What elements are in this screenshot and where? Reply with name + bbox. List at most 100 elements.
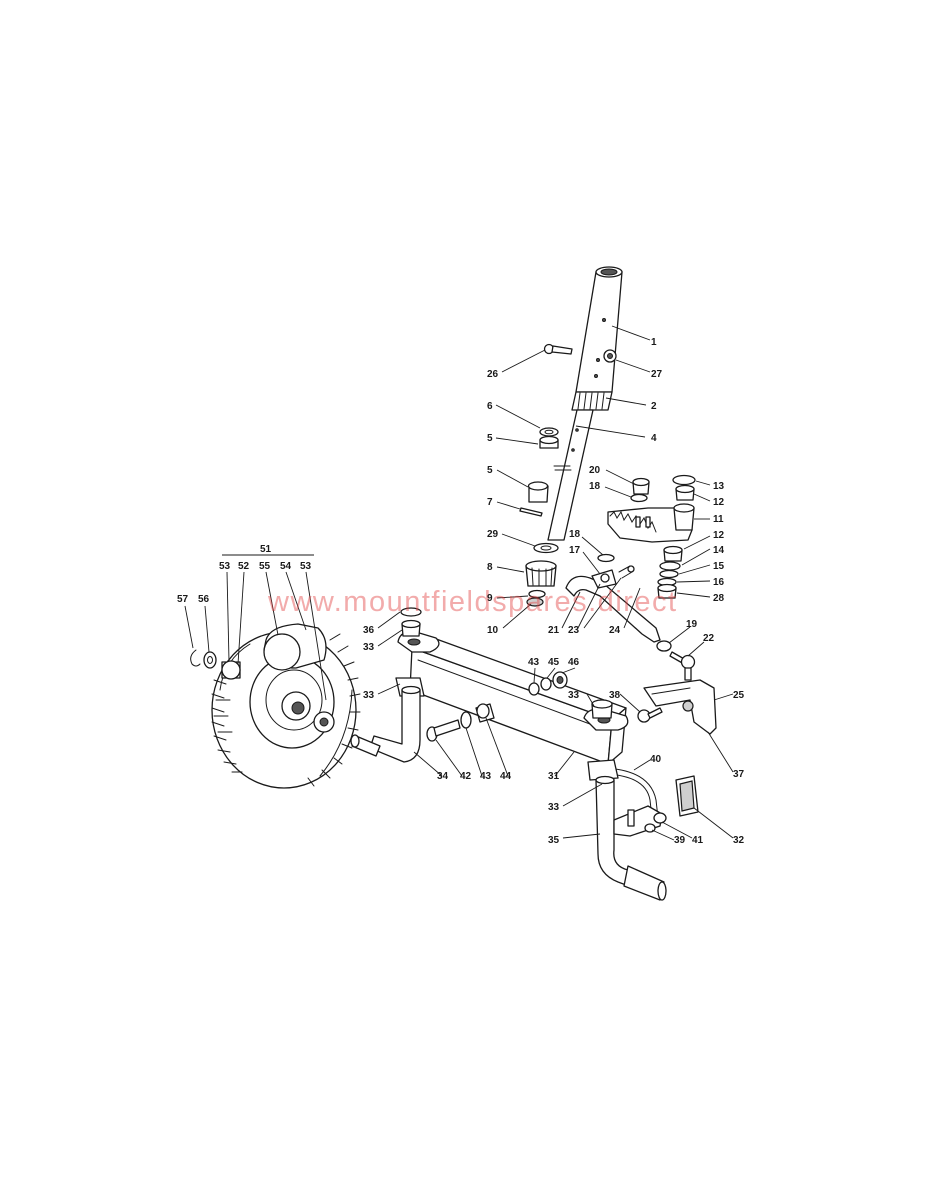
callout-17: 17: [569, 545, 581, 556]
washer-15-part: [659, 569, 679, 579]
callout-44: 44: [500, 771, 512, 782]
callout-51: 51: [260, 544, 272, 555]
ball-joint-22-part: [669, 651, 696, 681]
callout-53-right: 53: [300, 561, 312, 572]
washer-29-part: [533, 542, 559, 554]
bush-5-lower-part: [527, 481, 549, 503]
bush-12-lower-part: [663, 545, 683, 562]
callout-41: 41: [692, 835, 704, 846]
callout-11: 11: [713, 514, 724, 525]
callout-38: 38: [609, 690, 621, 701]
callout-31: 31: [548, 771, 560, 782]
callout-12-lower: 12: [713, 530, 725, 541]
nut-19-part: [656, 640, 672, 652]
clip-23-part: [618, 565, 635, 579]
callout-22: 22: [703, 633, 715, 644]
washer-6-part: [539, 427, 559, 437]
pin-7-part: [519, 507, 543, 517]
nut-28-part: [657, 583, 677, 599]
callout-56: 56: [198, 594, 210, 605]
washer-13-part: [672, 474, 696, 486]
callout-42: 42: [460, 771, 472, 782]
callout-25: 25: [733, 690, 745, 701]
watermark-text: www.mountfieldspares.direct: [267, 586, 678, 618]
callout-15: 15: [713, 561, 725, 572]
callout-18-upper: 18: [589, 481, 601, 492]
callout-43-lower: 43: [480, 771, 492, 782]
callout-16: 16: [713, 577, 725, 588]
callout-27: 27: [651, 369, 663, 380]
callout-55: 55: [259, 561, 271, 572]
bush-53-right-part: [313, 711, 335, 733]
washer-43-upper-part: [528, 682, 540, 696]
bolt-17-part: [591, 569, 617, 589]
bush-53-left-part: [221, 660, 241, 680]
spindle-34-part: [350, 685, 421, 763]
callout-34: 34: [437, 771, 449, 782]
callout-20: 20: [589, 465, 601, 476]
bush-12-upper-part: [675, 484, 695, 501]
leader-lines: [184, 325, 734, 841]
sector-gear-11-part: [607, 503, 695, 543]
callout-28: 28: [713, 593, 725, 604]
callout-labels: 1 2 4 26 27 6 5 5 7 29 8 9 10 20 18 13 1…: [177, 337, 745, 846]
callout-57: 57: [177, 594, 189, 605]
callout-52: 52: [238, 561, 250, 572]
spindle-35-part: [595, 775, 667, 901]
callout-5-lower: 5: [487, 465, 493, 476]
callout-46: 46: [568, 657, 580, 668]
bush-5-upper-part: [539, 435, 559, 449]
bush-33-right-part: [591, 699, 613, 719]
nut-46-part: [552, 671, 568, 689]
callout-23: 23: [568, 625, 580, 636]
callout-33-lower-right: 33: [548, 802, 560, 813]
washer-18-lower-part: [597, 553, 615, 563]
callout-7: 7: [487, 497, 493, 508]
callout-45: 45: [548, 657, 560, 668]
callout-1: 1: [651, 337, 657, 348]
spacer-44-part: [475, 703, 495, 723]
callout-5-upper: 5: [487, 433, 493, 444]
callout-14: 14: [713, 545, 725, 556]
nut-41-part: [653, 812, 667, 824]
callout-29: 29: [487, 529, 499, 540]
callout-32: 32: [733, 835, 745, 846]
callout-21: 21: [548, 625, 560, 636]
callout-4: 4: [651, 433, 657, 444]
washer-56-part: [203, 651, 217, 669]
circlip-57-part: [190, 649, 201, 667]
bolt-42-part: [426, 719, 461, 742]
pad-32-part: [675, 775, 699, 817]
washer-18-upper-part: [630, 493, 648, 503]
callout-53-left: 53: [219, 561, 231, 572]
washer-43-lower-part: [460, 711, 472, 729]
callout-35: 35: [548, 835, 560, 846]
washer-45-part: [540, 677, 552, 691]
callout-54: 54: [280, 561, 292, 572]
pinion-8-part: [525, 560, 557, 587]
drag-link-21-part: [565, 575, 661, 643]
callout-2: 2: [651, 401, 657, 412]
callout-33-lower-left: 33: [363, 690, 375, 701]
callout-13: 13: [713, 481, 725, 492]
callout-40: 40: [650, 754, 662, 765]
callout-39: 39: [674, 835, 686, 846]
callout-24: 24: [609, 625, 621, 636]
steering-column-part: [547, 266, 623, 541]
bolt-38-part: [637, 707, 663, 723]
hub-cover-55-part: [263, 623, 327, 671]
axle-beam-31-part: [395, 631, 629, 781]
nut-20-part: [632, 477, 650, 495]
callout-33-right: 33: [568, 690, 580, 701]
callout-26: 26: [487, 369, 499, 380]
washer-36-part: [400, 607, 422, 617]
bush-33-upper-left-part: [401, 619, 421, 637]
callout-6: 6: [487, 401, 493, 412]
callout-19: 19: [686, 619, 698, 630]
callout-36: 36: [363, 625, 375, 636]
callout-43-upper: 43: [528, 657, 540, 668]
washer-14-part: [659, 561, 681, 571]
callout-10: 10: [487, 625, 499, 636]
wheel-51-part: [211, 631, 361, 789]
